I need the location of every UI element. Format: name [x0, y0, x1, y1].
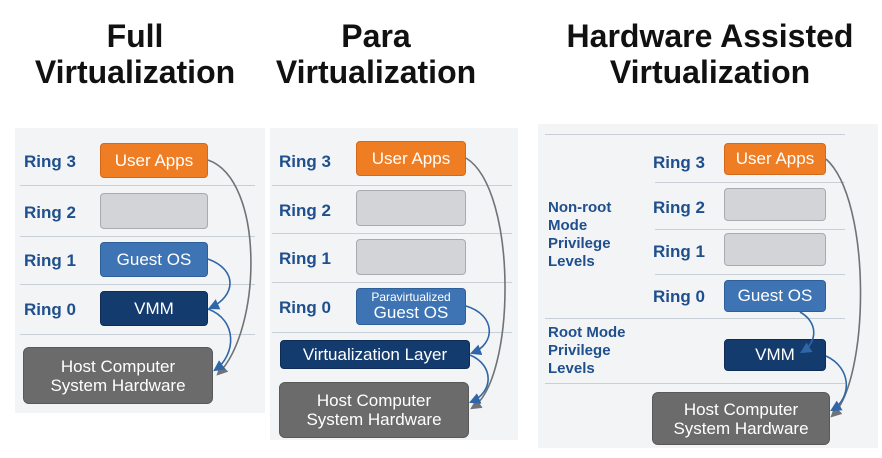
- para-arrow-userapps-to-hardware: [465, 157, 506, 410]
- hw-divider: [545, 134, 845, 135]
- hw-user-apps-box: User Apps: [724, 143, 826, 175]
- hw-root-line3: Levels: [548, 360, 595, 377]
- full-ring-0-label: Ring 0: [24, 300, 76, 319]
- para-ring-1-empty-box: [356, 239, 466, 275]
- hw-ring-2-empty-box: [724, 188, 826, 221]
- full-arrow-vmm-to-hardware: [207, 308, 232, 372]
- para-ring-2-empty-box: [356, 190, 466, 226]
- full-divider: [20, 185, 255, 186]
- full-ring-2-empty-box: [100, 193, 208, 229]
- hw-divider: [655, 274, 845, 275]
- para-title-line2: Virtualization: [275, 54, 477, 90]
- para-user-apps-box: User Apps: [356, 141, 466, 176]
- hw-ring-2-label: Ring 2: [653, 198, 705, 217]
- para-host-hardware-box: Host Computer System Hardware: [279, 382, 469, 438]
- hw-non-root-mode-label: Non-root Mode Privilege Levels: [548, 199, 611, 271]
- hw-root-line1: Root Mode: [548, 324, 626, 341]
- para-virtualization-layer-box: Virtualization Layer: [280, 340, 470, 369]
- hw-host-line2: System Hardware: [673, 418, 809, 438]
- para-host-line1: Host Computer: [316, 391, 432, 410]
- para-arrow-guestos-to-layer: [465, 305, 491, 356]
- para-paravirtualized-guest-os-box: Paravirtualized Guest OS: [356, 288, 466, 325]
- full-divider: [20, 284, 255, 285]
- para-ring-1-label: Ring 1: [279, 249, 331, 268]
- para-guest-os-label: Guest OS: [373, 303, 449, 322]
- full-guest-os-box: Guest OS: [100, 242, 208, 277]
- full-divider: [20, 236, 255, 237]
- hw-arrow-userapps-to-hardware: [825, 158, 862, 418]
- full-ring-2-label: Ring 2: [24, 203, 76, 222]
- hw-nonroot-line3: Privilege: [548, 235, 611, 252]
- full-host-line2: System Hardware: [50, 375, 186, 395]
- full-virtualization-title: Full Virtualization: [10, 18, 260, 90]
- full-arrow-guestos-to-vmm: [207, 258, 231, 310]
- para-ring-3-label: Ring 3: [279, 152, 331, 171]
- hw-title-line1: Hardware Assisted: [566, 18, 854, 54]
- hw-root-mode-label: Root Mode Privilege Levels: [548, 324, 625, 378]
- para-divider: [272, 233, 512, 234]
- hw-root-line2: Privilege: [548, 342, 611, 359]
- para-divider: [272, 282, 512, 283]
- hw-divider: [655, 182, 845, 183]
- para-virtualization-title: Para Virtualization: [262, 18, 490, 90]
- para-arrow-layer-to-hardware: [468, 354, 489, 404]
- full-ring-1-label: Ring 1: [24, 251, 76, 270]
- para-title-line1: Para: [341, 18, 411, 54]
- para-ring-0-label: Ring 0: [279, 298, 331, 317]
- para-paravirtualized-label: Paravirtualized: [371, 290, 451, 304]
- full-host-hardware-box: Host Computer System Hardware: [23, 347, 213, 404]
- hw-arrow-vmm-to-hardware: [825, 355, 848, 412]
- hw-ring-1-empty-box: [724, 233, 826, 266]
- hw-nonroot-line2: Mode: [548, 217, 588, 234]
- hw-host-line1: Host Computer: [683, 399, 799, 419]
- full-ring-3-label: Ring 3: [24, 152, 76, 171]
- full-title-line1: Full: [106, 18, 164, 54]
- hw-divider: [655, 229, 845, 230]
- full-arrow-userapps-to-hardware: [207, 159, 252, 376]
- para-divider: [272, 185, 512, 186]
- para-ring-2-label: Ring 2: [279, 201, 331, 220]
- hardware-assisted-virtualization-title: Hardware Assisted Virtualization: [545, 18, 875, 90]
- hw-nonroot-line4: Levels: [548, 253, 595, 270]
- hw-host-hardware-box: Host Computer System Hardware: [652, 392, 830, 445]
- hw-divider: [545, 383, 845, 384]
- hw-arrow-guestos-to-vmm: [799, 311, 815, 354]
- full-host-line1: Host Computer: [60, 356, 176, 376]
- hw-divider: [545, 318, 845, 319]
- full-divider: [20, 334, 255, 335]
- para-divider: [272, 332, 512, 333]
- hw-ring-1-label: Ring 1: [653, 242, 705, 261]
- hw-ring-0-label: Ring 0: [653, 287, 705, 306]
- hw-nonroot-line1: Non-root: [548, 199, 612, 216]
- hw-guest-os-box: Guest OS: [724, 280, 826, 312]
- hw-title-line2: Virtualization: [609, 54, 811, 90]
- para-host-line2: System Hardware: [306, 410, 442, 429]
- full-user-apps-box: User Apps: [100, 143, 208, 178]
- full-vmm-box: VMM: [100, 291, 208, 326]
- full-title-line2: Virtualization: [34, 54, 236, 90]
- hw-ring-3-label: Ring 3: [653, 153, 705, 172]
